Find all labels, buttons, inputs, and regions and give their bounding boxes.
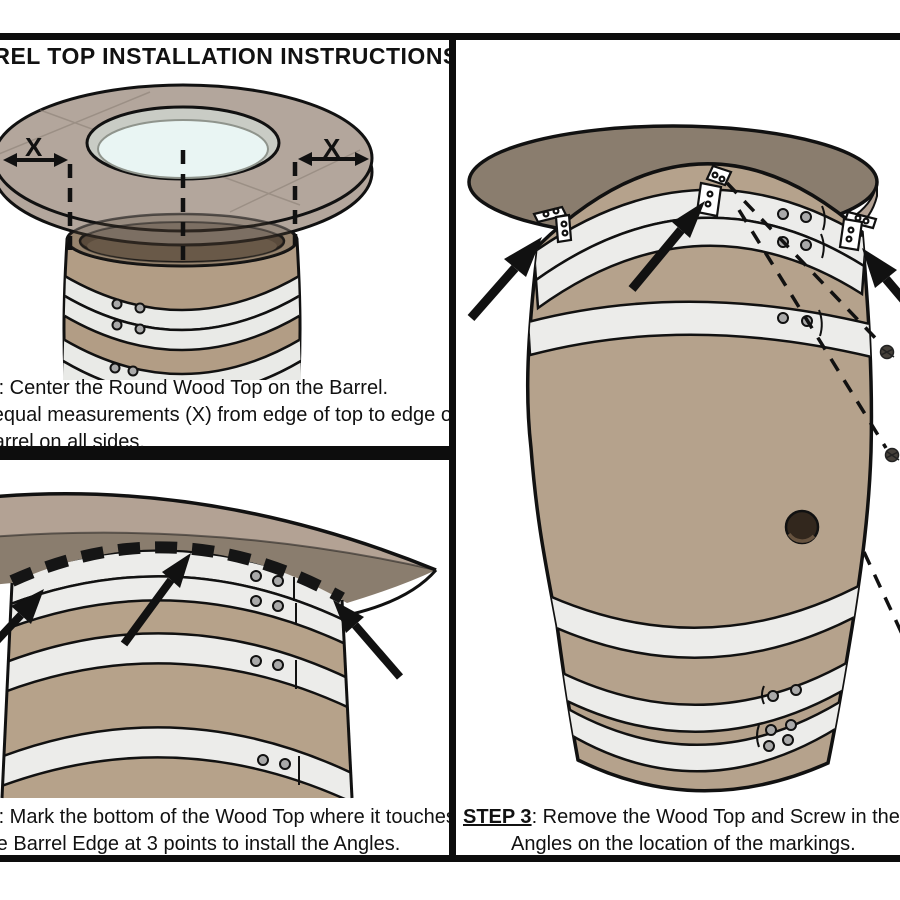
angle-bracket-center [695, 164, 733, 218]
band-seams [756, 205, 826, 748]
pointer-arrow-right [333, 600, 404, 680]
measure-arrow-right [298, 152, 369, 166]
center-hole [85, 105, 281, 181]
step1-text-line2: Take equal measurements (X) from edge of… [0, 404, 458, 426]
measure-dashed-lines [67, 150, 298, 264]
step3-label: STEP 3 [463, 806, 532, 828]
measure-arrow-left [3, 153, 68, 167]
pointer-arrow-center [628, 201, 705, 292]
step1-text-line1: STEP 1: Center the Round Wood Top on the… [0, 377, 389, 399]
band-seams [293, 577, 300, 785]
rivets [109, 298, 146, 377]
panel-step2: STEP 2: Mark the bottom of the Wood Top … [0, 453, 456, 862]
measurement-label-right: X [323, 133, 341, 163]
angle-bracket-left [532, 205, 573, 244]
wood-top [0, 83, 374, 268]
diagram-step1 [0, 83, 374, 380]
rivets [250, 570, 291, 770]
step3-text-line1: STEP 3: Remove the Wood Top and Screw in… [463, 806, 900, 828]
step2-text-line2: the Barrel Edge at 3 points to install t… [0, 833, 401, 855]
step1-text-line3: the Barrel on all sides. [0, 431, 145, 453]
step2-text-line1: STEP 2: Mark the bottom of the Wood Top … [0, 806, 456, 828]
screw-icon-2 [884, 447, 900, 463]
measurement-label-left: X [25, 132, 43, 162]
marking-dashed-curve [9, 541, 345, 604]
pointer-arrow-right [862, 248, 900, 303]
diagram-step2 [0, 492, 438, 799]
barrel [525, 162, 874, 793]
screw-icon-1 [879, 344, 895, 360]
pointer-arrow-center [120, 553, 191, 647]
screw-dashed-lines [725, 181, 900, 634]
page-title: BARREL TOP INSTALLATION INSTRUCTIONS [0, 43, 459, 69]
diagram-step3 [467, 124, 900, 793]
wood-top-underside [0, 492, 438, 616]
step3-text-line2: Angles on the location of the markings. [511, 833, 856, 855]
pointer-arrow-left [467, 237, 542, 321]
panel-step3: STEP 3: Remove the Wood Top and Screw in… [449, 33, 900, 862]
pointer-arrow-left [0, 589, 44, 644]
panel-step1: BARREL TOP INSTALLATION INSTRUCTIONS [0, 33, 459, 453]
angle-bracket-right [838, 210, 878, 252]
bung-hole [784, 509, 820, 545]
